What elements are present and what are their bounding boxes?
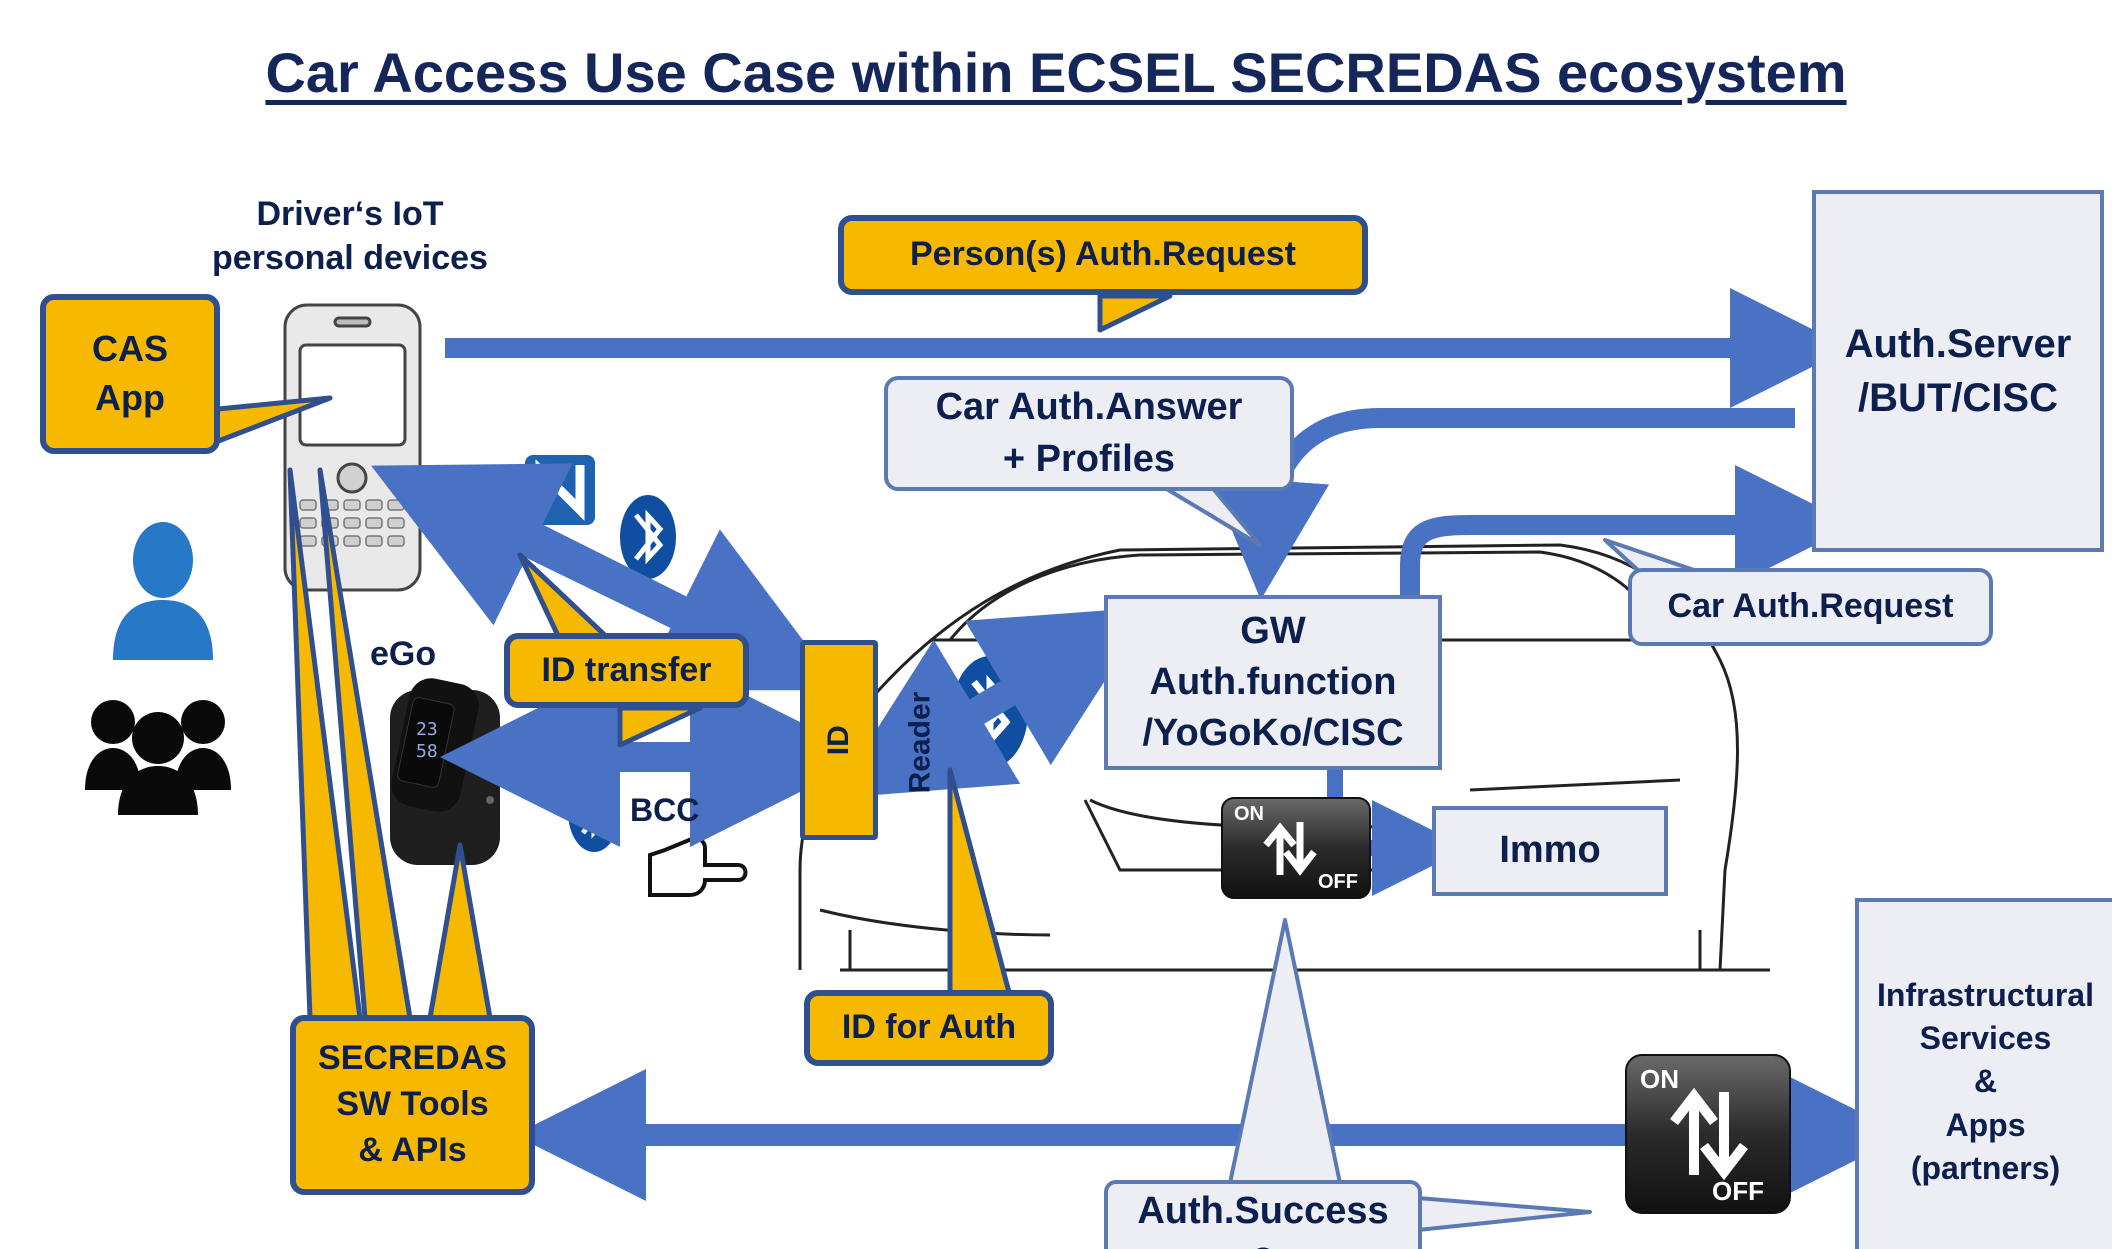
bcc-label: BCC xyxy=(630,792,700,828)
bluetooth-icon-1 xyxy=(620,495,676,579)
gw-line1: GW xyxy=(1240,609,1306,652)
secredas-tools-line1: SECREDAS xyxy=(318,1039,507,1078)
gw-line2: Auth.function xyxy=(1149,660,1397,703)
id-transfer-tail-down xyxy=(617,705,703,748)
devices-label: Driver‘s IoT personal devices xyxy=(190,192,510,280)
car-auth-request-arrow xyxy=(1400,465,1855,625)
devices-label-line2: personal devices xyxy=(212,239,488,278)
car-auth-answer-arrow xyxy=(1209,408,1795,600)
car-auth-answer-callout: Car Auth.Answer + Profiles xyxy=(884,376,1294,491)
gw-to-reader-arrow xyxy=(832,637,1088,799)
switch-small-on: ON xyxy=(1234,803,1264,825)
secredas-tools-line3: & APIs xyxy=(358,1130,467,1169)
car-auth-answer-line2: + Profiles xyxy=(1002,437,1176,480)
page-title: Car Access Use Case within ECSEL SECREDA… xyxy=(265,41,1847,104)
cas-app-line1: CAS xyxy=(91,328,168,370)
car-auth-answer-tail xyxy=(1158,483,1262,547)
infrastructural-services-box: Infrastructural Services & Apps (partner… xyxy=(1855,898,2112,1249)
infra-line2: Services xyxy=(1919,1020,2052,1057)
immo-box: Immo xyxy=(1432,806,1668,896)
car-auth-answer-line1: Car Auth.Answer xyxy=(935,386,1243,429)
secredas-tail-wristband xyxy=(427,842,493,1021)
auth-success-callout: Auth.Success ? xyxy=(1104,1180,1422,1249)
onoff-switch-large-icon: ON OFF xyxy=(1625,1054,1791,1214)
gw-line3: /YoGoKo/CISC xyxy=(1142,712,1404,755)
gw-box: GW Auth.function /YoGoKo/CISC xyxy=(1104,595,1442,770)
auth-server-box: Auth.Server /BUT/CISC xyxy=(1812,190,2104,552)
cas-app-line2: App xyxy=(95,377,165,418)
id-reader-box: ID xyxy=(800,640,878,840)
auth-success-tail-up xyxy=(1228,918,1342,1185)
devices-label-line1: Driver‘s IoT xyxy=(256,195,444,233)
ego-label: eGo xyxy=(370,635,437,673)
id-for-auth-tail xyxy=(947,767,1013,999)
phone-icon xyxy=(283,303,422,592)
pointing-hand-icon xyxy=(648,835,748,897)
nfc-icon xyxy=(525,455,595,525)
auth-success-line2: ? xyxy=(1251,1237,1274,1249)
wristband-icon: 23 58 xyxy=(390,678,500,865)
cas-app-callout: CAS App xyxy=(40,294,220,454)
group-users-icon xyxy=(85,700,231,815)
single-user-icon xyxy=(113,522,213,660)
phone-to-reader-arrow xyxy=(453,486,841,691)
auth-server-line1: Auth.Server xyxy=(1844,322,2072,366)
auth-success-tail-right xyxy=(1416,1196,1592,1232)
auth-success-line1: Auth.Success xyxy=(1137,1190,1389,1232)
wristband-display-1: 23 xyxy=(416,719,438,740)
id-transfer-callout: ID transfer xyxy=(504,633,749,708)
bluetooth-icon-2 xyxy=(568,772,620,852)
infra-line1: Infrastructural xyxy=(1877,977,2094,1013)
id-reader-id: ID xyxy=(821,725,855,755)
infra-line3: & xyxy=(1973,1063,1998,1100)
wristband-display-2: 58 xyxy=(416,741,438,762)
auth-server-line2: /BUT/CISC xyxy=(1858,376,2058,420)
person-auth-request-callout: Person(s) Auth.Request xyxy=(838,215,1368,295)
id-for-auth-callout: ID for Auth xyxy=(804,990,1054,1066)
switch-small-off: OFF xyxy=(1318,871,1358,893)
onoff-switch-small-icon: ON OFF xyxy=(1221,797,1371,899)
switch-large-on: ON xyxy=(1640,1064,1679,1094)
secredas-tools-callout: SECREDAS SW Tools & APIs xyxy=(290,1015,535,1195)
car-auth-request-callout: Car Auth.Request xyxy=(1628,568,1993,646)
person-auth-request-tail xyxy=(1097,293,1173,333)
infra-line5: (partners) xyxy=(1910,1149,2061,1186)
switch-large-off: OFF xyxy=(1712,1176,1764,1206)
infra-line4: Apps xyxy=(1945,1106,2026,1143)
secredas-tools-line2: SW Tools xyxy=(336,1085,489,1124)
id-reader-reader: Reader xyxy=(903,691,937,794)
